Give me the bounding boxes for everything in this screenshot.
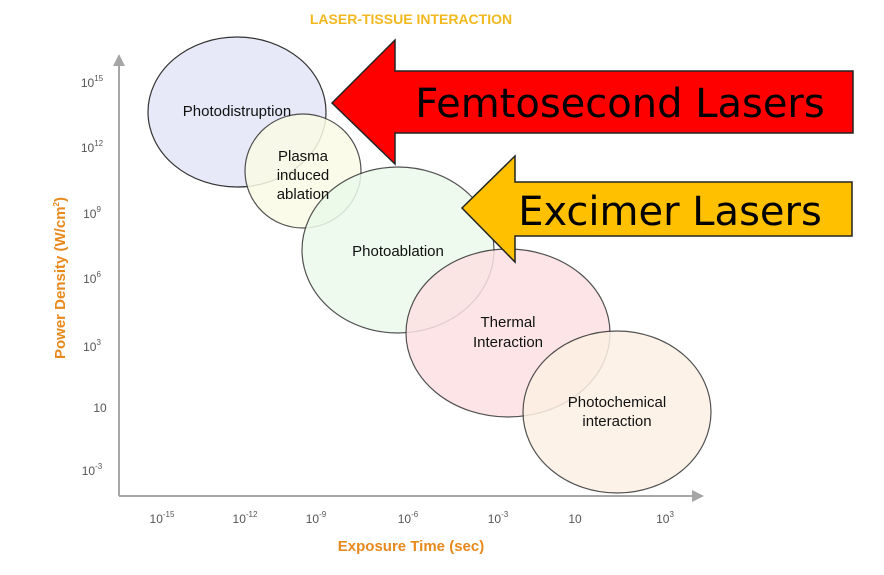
x-axis-arrowhead — [692, 490, 704, 502]
region-ellipses — [147, 36, 712, 494]
plasma-label-line-1: Plasma — [278, 148, 329, 165]
photoablation-label: Photoablation — [352, 243, 444, 260]
y-tick-6: 10-3 — [82, 462, 103, 478]
excimer-arrow-label: Excimer Lasers — [518, 189, 822, 235]
photochemical-region — [522, 330, 712, 494]
y-tick-0: 1015 — [81, 74, 104, 90]
x-axis-title: Exposure Time (sec) — [338, 538, 484, 555]
x-tick-labels: 10-15 10-12 10-9 10-6 10-3 10 103 — [150, 510, 675, 526]
excimer-arrow-shape — [460, 154, 853, 264]
femtosecond-arrow-label: Femtosecond Lasers — [415, 81, 824, 127]
y-axis-title: Power Density (W/cm2) — [52, 197, 69, 359]
y-tick-2: 109 — [83, 205, 101, 221]
x-tick-3: 10-6 — [398, 510, 419, 526]
x-tick-2: 10-9 — [306, 510, 327, 526]
thermal-label-line-2: Interaction — [473, 334, 543, 351]
photodistruption-label: Photodistruption — [183, 103, 291, 120]
diagram-title: LASER-TISSUE INTERACTION — [310, 11, 512, 27]
y-axis-arrowhead — [113, 54, 125, 66]
x-tick-6: 103 — [656, 510, 674, 526]
y-tick-5: 10 — [93, 401, 107, 415]
excimer-arrow: Excimer Lasers — [460, 154, 853, 264]
femtosecond-arrow-shape — [330, 38, 854, 166]
region-labels: Photodistruption Plasma induced ablation… — [183, 103, 666, 430]
y-tick-1: 1012 — [81, 139, 104, 155]
y-tick-3: 106 — [83, 270, 101, 286]
y-tick-labels: 1015 1012 109 106 103 10 10-3 — [81, 74, 107, 478]
y-tick-4: 103 — [83, 338, 101, 354]
x-tick-1: 10-12 — [233, 510, 258, 526]
photochemical-label-line-2: interaction — [582, 413, 651, 430]
x-tick-4: 10-3 — [488, 510, 509, 526]
photochemical-label-line-1: Photochemical — [568, 394, 666, 411]
x-tick-0: 10-15 — [150, 510, 175, 526]
plasma-label-line-2: induced — [277, 167, 330, 184]
x-tick-5: 10 — [568, 512, 582, 526]
femtosecond-arrow: Femtosecond Lasers — [330, 38, 854, 166]
plasma-label-line-3: ablation — [277, 186, 330, 203]
thermal-label-line-1: Thermal — [480, 314, 535, 331]
